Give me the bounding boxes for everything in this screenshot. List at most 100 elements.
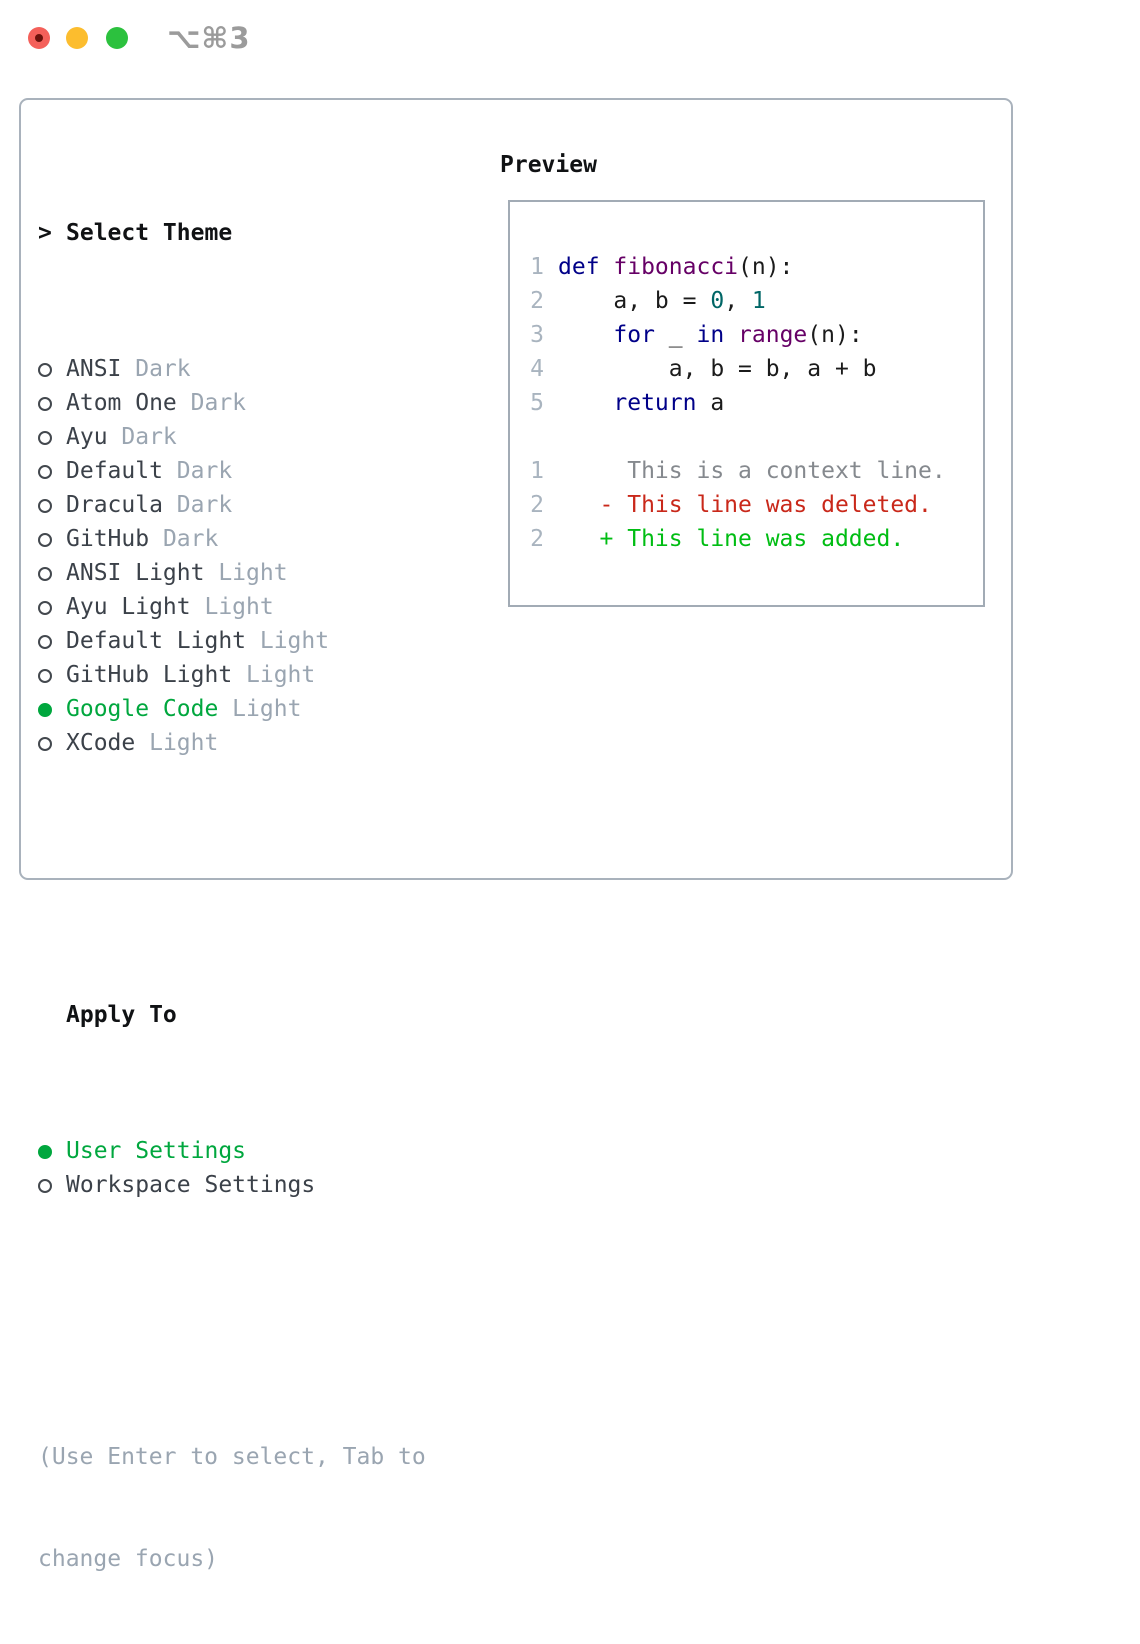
radio-unselected-icon <box>38 1179 52 1193</box>
code-segment: def <box>558 254 614 280</box>
radio-marker <box>38 1168 66 1202</box>
theme-option[interactable]: Ayu Dark <box>38 420 426 454</box>
code-segment: (n): <box>738 254 794 280</box>
radio-selected-icon <box>38 1145 52 1159</box>
radio-unselected-icon <box>38 499 52 513</box>
code-segment: , <box>724 288 752 314</box>
line-number: 1 <box>530 458 544 484</box>
theme-option[interactable]: Atom One Dark <box>38 386 426 420</box>
theme-variant-tag: Light <box>204 560 288 586</box>
theme-variant-tag: Dark <box>162 492 233 518</box>
theme-name: Google Code <box>66 696 219 722</box>
theme-option[interactable]: Google Code Light <box>38 692 426 726</box>
radio-unselected-icon <box>38 567 52 581</box>
code-segment: for <box>613 322 669 348</box>
theme-option[interactable]: Dracula Dark <box>38 488 426 522</box>
code-line: 5 return a <box>517 386 983 420</box>
radio-marker <box>38 522 66 556</box>
code-segment: 0 <box>710 288 725 314</box>
code-segment <box>558 322 613 348</box>
theme-name: Default <box>66 458 163 484</box>
theme-name: ANSI Light <box>66 560 205 586</box>
code-segment: + This line was added. <box>558 526 905 552</box>
theme-variant-tag: Light <box>232 662 316 688</box>
radio-marker <box>38 658 66 692</box>
theme-name: GitHub Light <box>66 662 233 688</box>
line-number: 3 <box>530 322 544 348</box>
select-theme-header: >Select Theme <box>38 216 426 250</box>
theme-option[interactable]: Default Light Light <box>38 624 426 658</box>
theme-variant-tag: Dark <box>162 458 233 484</box>
line-number: 1 <box>530 254 544 280</box>
code-segment: - This line was deleted. <box>558 492 932 518</box>
radio-unselected-icon <box>38 533 52 547</box>
theme-option[interactable]: Ayu Light Light <box>38 590 426 624</box>
theme-variant-tag: Light <box>246 628 330 654</box>
close-button[interactable] <box>28 27 50 49</box>
apply-to-label: Workspace Settings <box>66 1172 316 1198</box>
code-line: 1 def fibonacci(n): <box>517 250 983 284</box>
help-text-line-2: change focus) <box>38 1546 219 1572</box>
theme-variant-tag: Dark <box>176 390 247 416</box>
theme-option[interactable]: XCode Light <box>38 726 426 760</box>
code-segment: fibonacci <box>613 254 739 280</box>
radio-unselected-icon <box>38 635 52 649</box>
line-number: 4 <box>530 356 544 382</box>
theme-option[interactable]: GitHub Light Light <box>38 658 426 692</box>
radio-unselected-icon <box>38 431 52 445</box>
code-line <box>517 420 983 454</box>
line-number: 2 <box>530 526 544 552</box>
theme-variant-tag: Light <box>190 594 274 620</box>
theme-name: Dracula <box>66 492 163 518</box>
theme-name: GitHub <box>66 526 150 552</box>
code-line: 2 - This line was deleted. <box>517 488 983 522</box>
theme-option[interactable]: GitHub Dark <box>38 522 426 556</box>
code-segment: in <box>696 322 739 348</box>
code-segment: range <box>738 322 808 348</box>
spacer <box>38 862 426 896</box>
radio-marker <box>38 488 66 522</box>
radio-marker <box>38 420 66 454</box>
code-segment <box>558 390 613 416</box>
titlebar: ⌥⌘3 <box>0 0 1140 76</box>
code-line: 2 + This line was added. <box>517 522 983 556</box>
theme-name: ANSI <box>66 356 122 382</box>
line-number: 5 <box>530 390 544 416</box>
help-text-line-1: (Use Enter to select, Tab to <box>38 1444 426 1470</box>
code-segment: 1 <box>751 288 766 314</box>
theme-name: Ayu <box>66 424 108 450</box>
theme-variant-tag: Light <box>218 696 302 722</box>
theme-option[interactable]: Default Dark <box>38 454 426 488</box>
theme-option[interactable]: ANSI Dark <box>38 352 426 386</box>
code-line: 2 a, b = 0, 1 <box>517 284 983 318</box>
theme-option[interactable]: ANSI Light Light <box>38 556 426 590</box>
select-theme-title: Select Theme <box>66 220 233 246</box>
close-button-dot-icon <box>35 34 43 42</box>
spacer <box>38 1304 426 1338</box>
code-segment: a, b = <box>558 288 711 314</box>
theme-name: Ayu Light <box>66 594 191 620</box>
radio-selected-icon <box>38 703 52 717</box>
preview-title: Preview <box>500 152 597 178</box>
radio-marker <box>38 454 66 488</box>
code-line: 1 This is a context line. <box>517 454 983 488</box>
window-shortcut-label: ⌥⌘3 <box>167 21 251 55</box>
radio-marker <box>38 1134 66 1168</box>
minimize-button[interactable] <box>66 27 88 49</box>
apply-to-label: User Settings <box>66 1138 247 1164</box>
radio-marker <box>38 556 66 590</box>
line-number: 2 <box>530 288 544 314</box>
zoom-button[interactable] <box>106 27 128 49</box>
code-segment: This is a context line. <box>558 458 946 484</box>
apply-to-option[interactable]: Workspace Settings <box>38 1168 426 1202</box>
apply-to-option[interactable]: User Settings <box>38 1134 426 1168</box>
code-segment: return <box>613 390 711 416</box>
radio-unselected-icon <box>38 465 52 479</box>
radio-unselected-icon <box>38 363 52 377</box>
radio-unselected-icon <box>38 601 52 615</box>
